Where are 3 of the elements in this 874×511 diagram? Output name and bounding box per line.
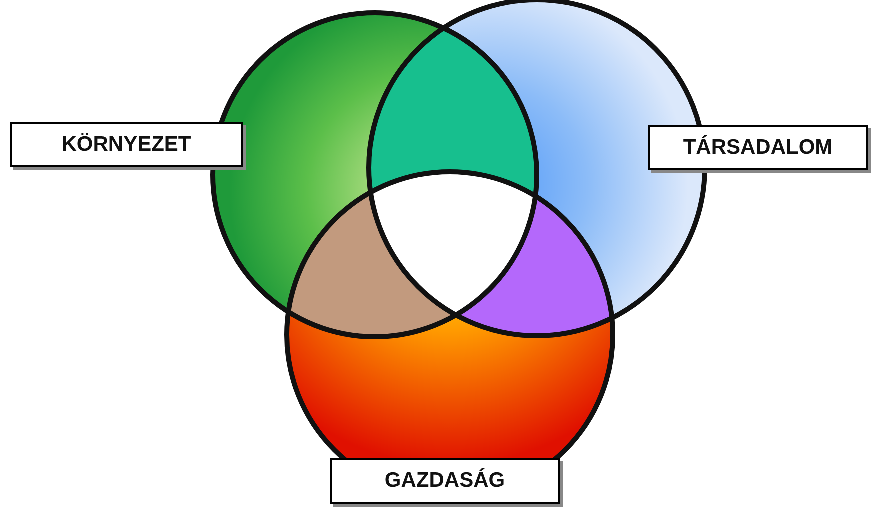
label-box: GAZDASÁG xyxy=(330,458,560,504)
label-box: KÖRNYEZET xyxy=(10,122,243,167)
label-box: TÁRSADALOM xyxy=(648,125,868,170)
